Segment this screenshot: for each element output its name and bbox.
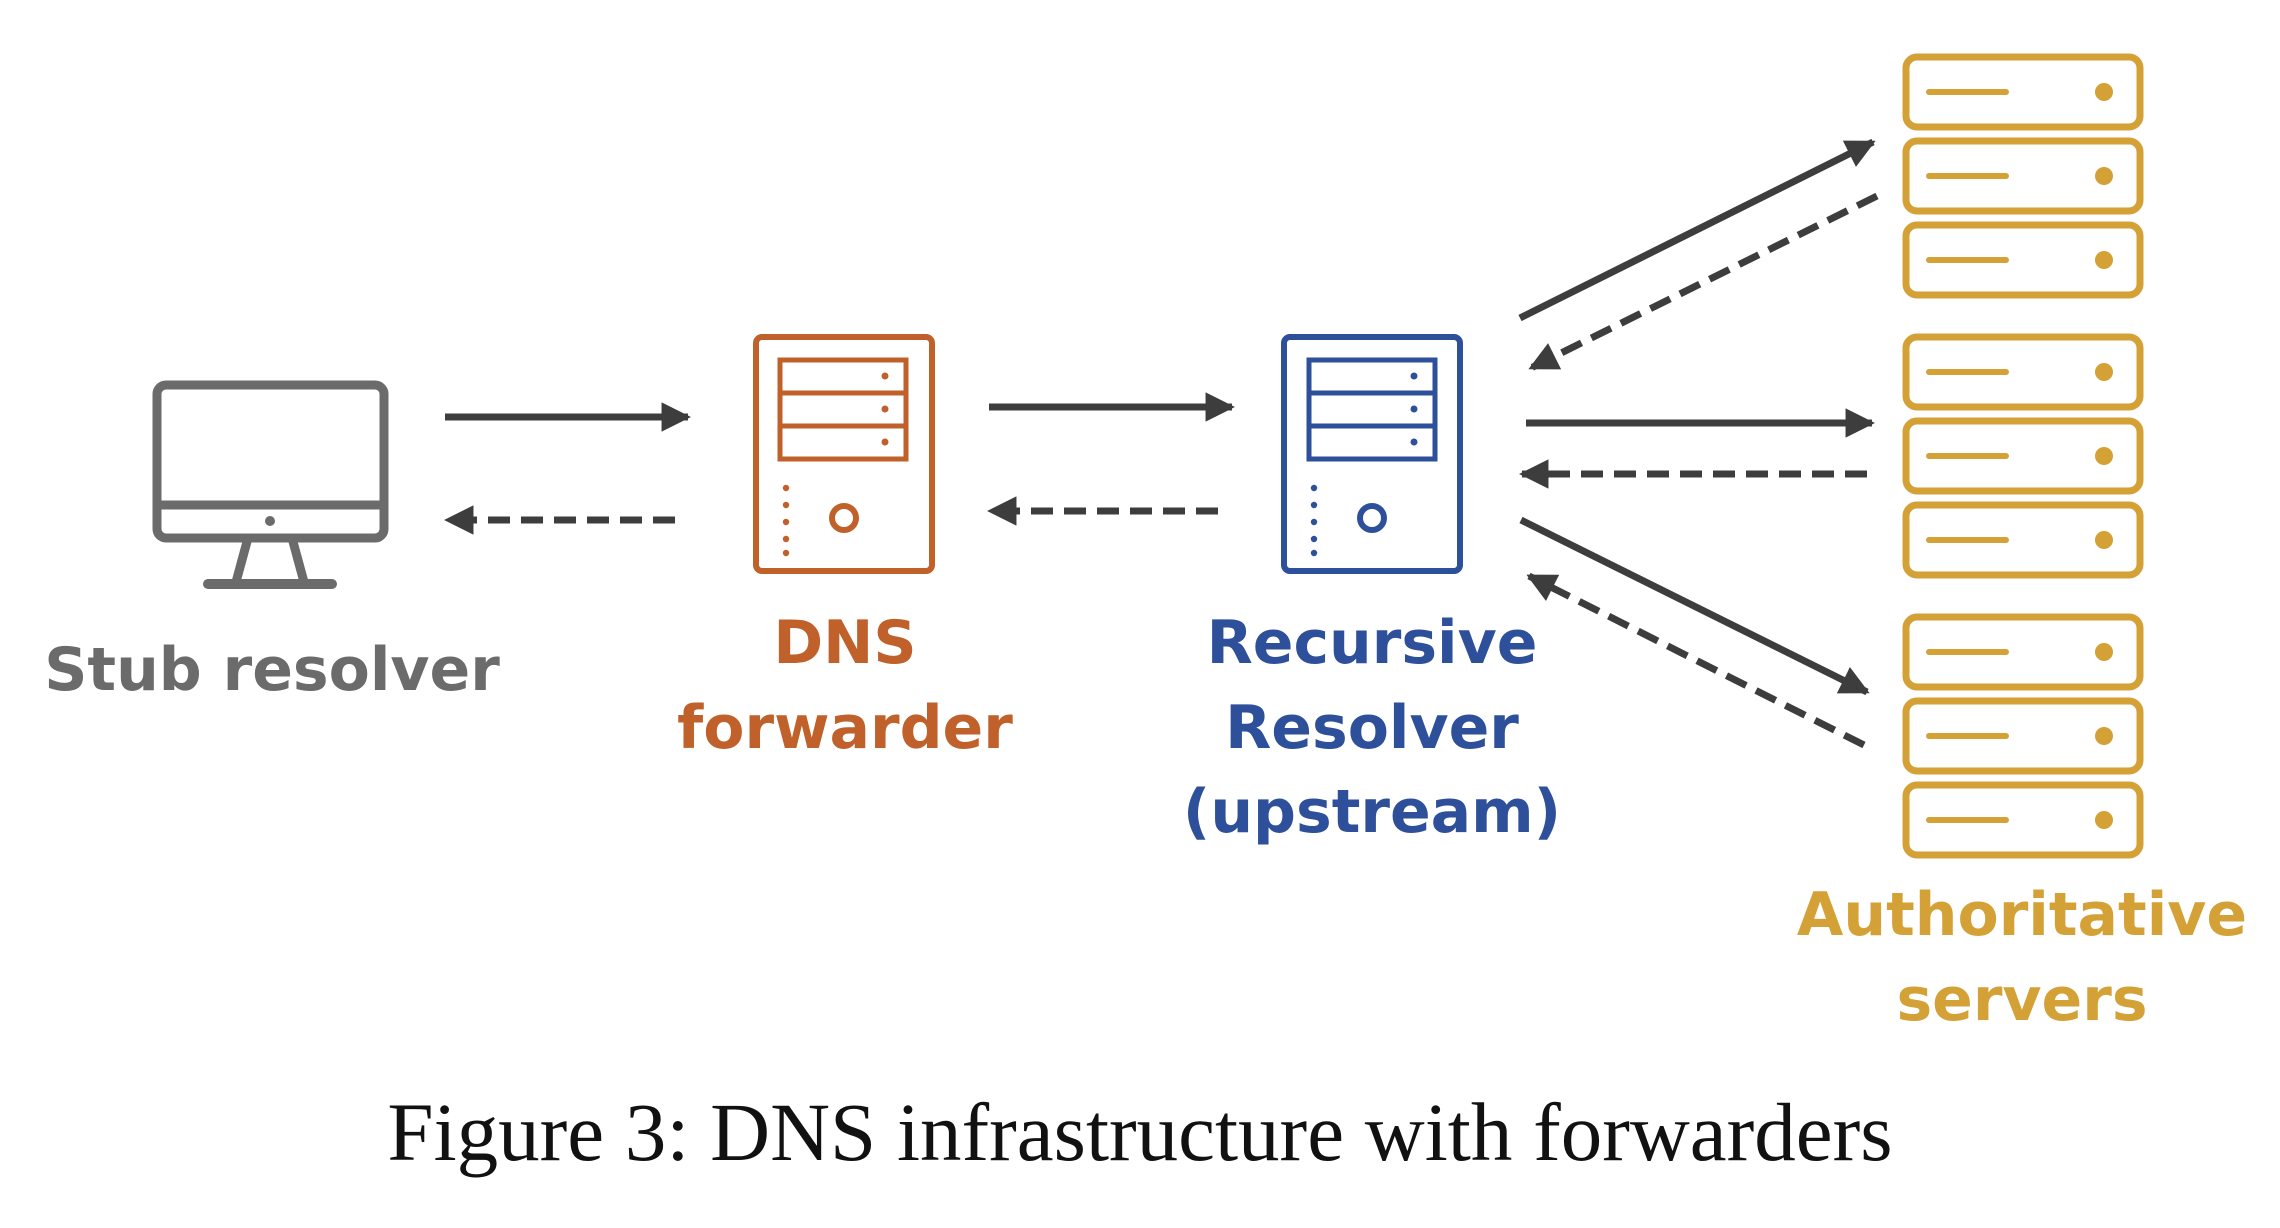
server-rack-icon: [1902, 613, 2144, 859]
auth3-to-recursive-response-arrow: [1526, 572, 1866, 749]
forwarder-label-line-2: forwarder: [677, 693, 1013, 763]
server-rack-icon: [1902, 53, 2144, 299]
forwarder-server-icon: [753, 334, 935, 574]
arrows: [444, 138, 1879, 749]
stub-resolver-label: Stub resolver: [44, 635, 500, 705]
server-unit: [1902, 781, 2144, 859]
figure-caption: Figure 3: DNS infrastructure with forwar…: [387, 1086, 1892, 1178]
server-unit: [1902, 501, 2144, 579]
authoritative-label-line-2: servers: [1896, 965, 2147, 1035]
recursive-label-line-2: Resolver: [1225, 693, 1519, 763]
server-unit: [1902, 333, 2144, 411]
server-unit: [1902, 417, 2144, 495]
authoritative-servers-group: [1902, 53, 2144, 859]
forwarder-label-line-1: DNS: [773, 608, 916, 678]
recursive-label-line-1: Recursive: [1207, 608, 1538, 678]
server-unit: [1902, 137, 2144, 215]
recursive-label-line-3: (upstream): [1183, 777, 1561, 847]
server-unit: [1902, 53, 2144, 131]
auth1-to-recursive-response-arrow: [1528, 192, 1879, 372]
server-unit: [1902, 221, 2144, 299]
authoritative-label-line-1: Authoritative: [1797, 880, 2247, 950]
recursive-to-auth3-query-arrow: [1519, 516, 1870, 696]
recursive-to-auth1-query-arrow: [1518, 138, 1876, 322]
desktop-monitor-icon: [152, 380, 389, 589]
recursive-server-icon: [1281, 334, 1463, 574]
server-unit: [1902, 613, 2144, 691]
server-rack-icon: [1902, 333, 2144, 579]
server-unit: [1902, 697, 2144, 775]
